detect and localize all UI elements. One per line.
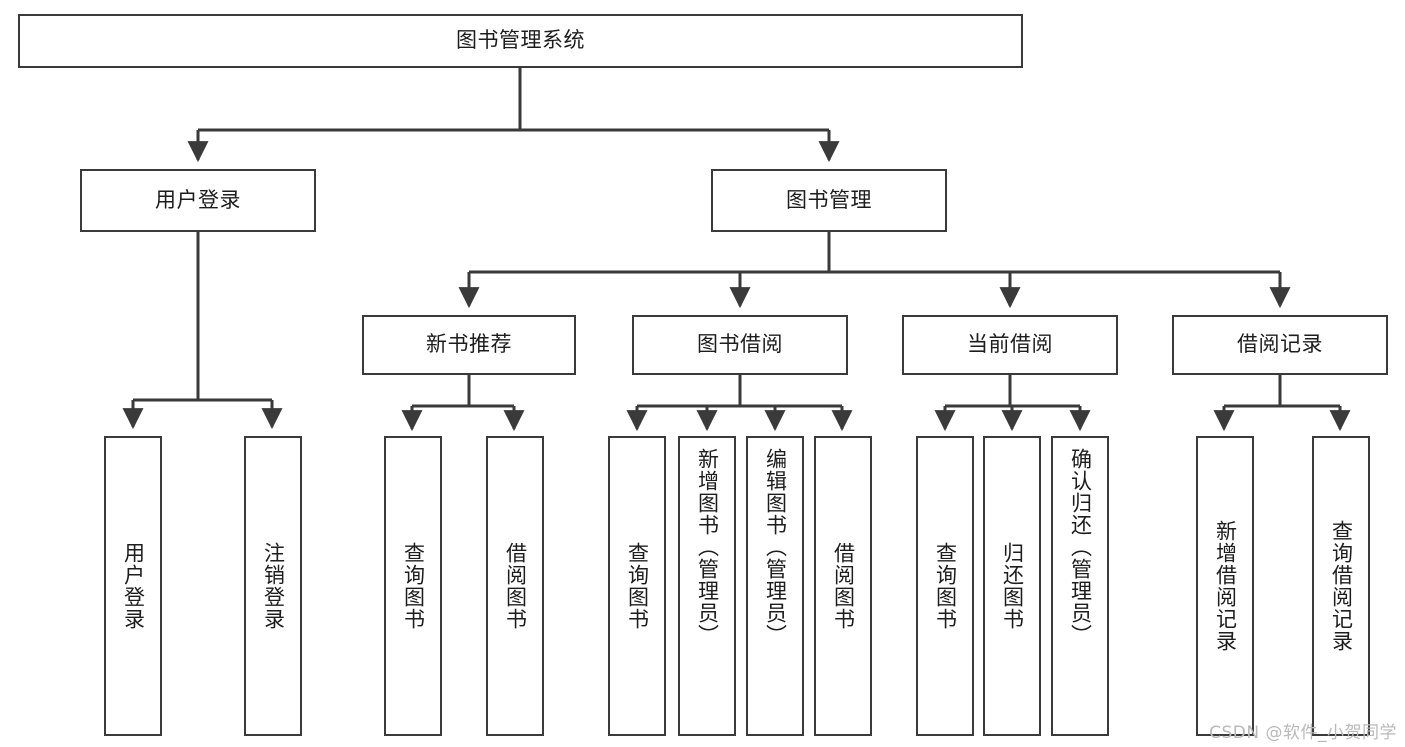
node-leaf-confirm-return-admin[interactable]: 确认归还（管理员）	[1051, 436, 1109, 736]
node-label: 查询借阅记录	[1329, 520, 1354, 652]
node-label: 查询图书	[401, 542, 426, 630]
node-book-management[interactable]: 图书管理	[711, 169, 947, 232]
node-borrow-record[interactable]: 借阅记录	[1172, 315, 1388, 375]
node-leaf-user-login[interactable]: 用户登录	[104, 436, 162, 736]
node-label: 借阅图书	[503, 542, 528, 630]
node-leaf-return-book[interactable]: 归还图书	[983, 436, 1041, 736]
node-leaf-logout[interactable]: 注销登录	[244, 436, 302, 736]
node-label: 新书推荐	[426, 332, 512, 357]
node-label: 借阅记录	[1237, 332, 1323, 357]
node-label: 图书管理	[786, 187, 872, 212]
node-leaf-borrow-book-recommend[interactable]: 借阅图书	[486, 436, 544, 736]
node-leaf-borrow-book[interactable]: 借阅图书	[814, 436, 872, 736]
node-label: 当前借阅	[967, 332, 1053, 357]
node-leaf-add-book-admin[interactable]: 新增图书（管理员）	[678, 436, 736, 736]
node-label: 查询图书	[933, 542, 958, 630]
node-leaf-query-book-borrow[interactable]: 查询图书	[608, 436, 666, 736]
node-label: 查询图书	[625, 542, 650, 630]
node-book-borrow[interactable]: 图书借阅	[632, 315, 848, 375]
node-user-login[interactable]: 用户登录	[80, 169, 316, 232]
node-leaf-query-borrow-record[interactable]: 查询借阅记录	[1312, 436, 1370, 736]
watermark-text: CSDN @软件_小贺同学	[1209, 723, 1397, 743]
node-leaf-query-book-recommend[interactable]: 查询图书	[384, 436, 442, 736]
node-leaf-edit-book-admin[interactable]: 编辑图书（管理员）	[746, 436, 804, 736]
node-label: 图书借阅	[697, 332, 783, 357]
node-label: 用户登录	[155, 187, 241, 212]
node-label: 编辑图书（管理员）	[763, 448, 788, 646]
node-label: 注销登录	[261, 542, 286, 630]
node-leaf-add-borrow-record[interactable]: 新增借阅记录	[1196, 436, 1254, 736]
node-leaf-query-book-current[interactable]: 查询图书	[916, 436, 974, 736]
node-label: 新增借阅记录	[1213, 520, 1238, 652]
node-root-system[interactable]: 图书管理系统	[18, 14, 1023, 68]
node-current-borrow[interactable]: 当前借阅	[902, 315, 1118, 375]
node-label: 借阅图书	[831, 542, 856, 630]
node-label: 归还图书	[1000, 542, 1025, 630]
node-label: 用户登录	[121, 542, 146, 630]
node-label: 确认归还（管理员）	[1068, 448, 1093, 646]
node-label: 图书管理系统	[456, 28, 585, 53]
node-label: 新增图书（管理员）	[695, 448, 720, 646]
node-new-book-recommend[interactable]: 新书推荐	[362, 315, 576, 375]
